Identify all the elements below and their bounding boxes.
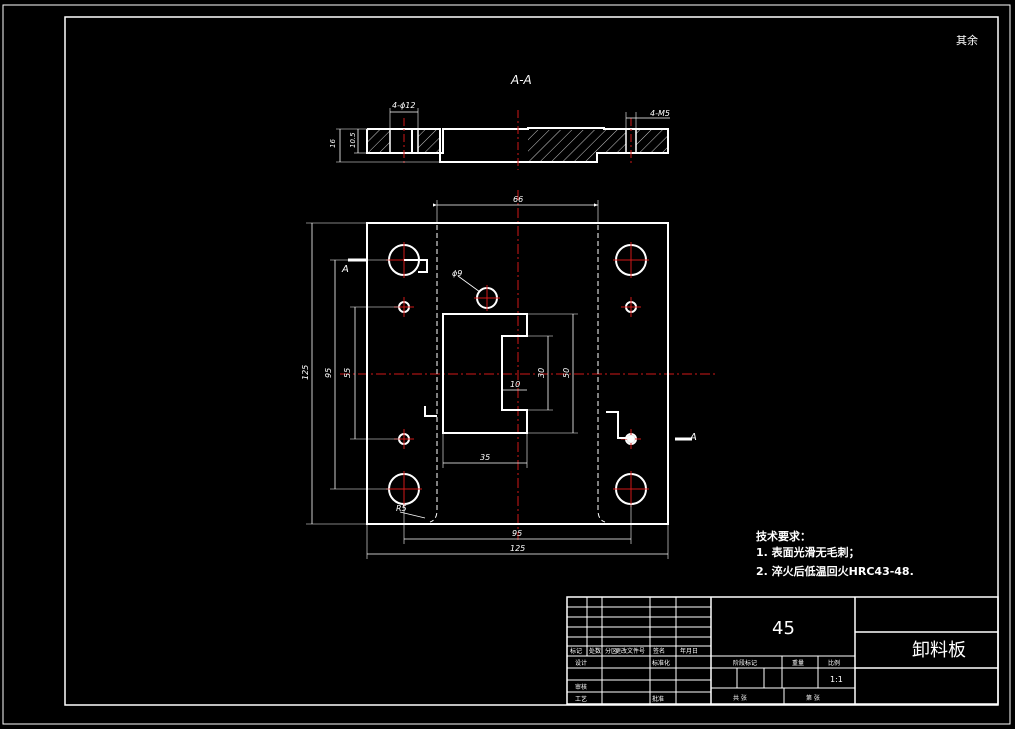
section-hole-label-left: 4-ϕ12: [392, 101, 415, 110]
dim-slot-width: 10: [510, 380, 520, 389]
dim-left-outer: 125: [301, 365, 310, 380]
section-hole-label-right: 4-M5: [650, 109, 670, 118]
outer-border: [2, 4, 1011, 725]
label-check: 审核: [575, 683, 587, 691]
dim-left-mid: 95: [324, 368, 333, 378]
tech-title: 技术要求：: [756, 529, 811, 543]
label-approve: 批准: [652, 695, 664, 703]
scale-value: 1:1: [830, 675, 843, 684]
tech-line-1: 1. 表面光滑无毛刺；: [756, 545, 860, 559]
inner-border: [64, 16, 999, 706]
label-sheets: 共 张: [733, 694, 747, 702]
row-label-sign: 签名: [653, 647, 665, 655]
section-title: A-A: [510, 73, 532, 87]
label-sheet: 第 张: [806, 694, 820, 702]
dim-hole-dia: ϕ9: [452, 269, 462, 278]
row-label-date: 年月日: [680, 647, 698, 655]
material-label: 45: [772, 618, 795, 639]
label-design: 设计: [575, 659, 587, 667]
row-label-zone: 分区: [605, 647, 617, 655]
corner-mark: 其余: [956, 33, 978, 47]
dim-slot-height: 30: [537, 368, 546, 378]
row-label-doc: 更改文件号: [615, 647, 645, 655]
section-height-outer: 16: [329, 139, 337, 148]
label-stage: 阶段标记: [733, 659, 757, 667]
section-mark-left: A: [341, 264, 349, 275]
plan-view: [306, 190, 718, 559]
row-label-mark: 标记: [570, 647, 582, 655]
dim-bottom-inner: 95: [512, 529, 522, 538]
dim-window-width: 35: [480, 453, 490, 462]
label-standard: 标准化: [652, 659, 670, 667]
title-block-labels: 标记 处数 分区 更改文件号 签名 年月日 设计 标准化 审核 工艺 批准 阶段…: [570, 647, 843, 703]
dim-top: 66: [513, 195, 523, 204]
tech-line-2: 2. 淬火后低温回火HRC43-48.: [756, 564, 914, 578]
dim-bottom-outer: 125: [510, 544, 525, 553]
dim-left-inner: 55: [343, 368, 352, 378]
section-height-inner: 10.5: [349, 132, 357, 148]
label-process: 工艺: [575, 695, 587, 703]
section-view: [336, 108, 670, 170]
label-weight: 重量: [792, 659, 804, 667]
section-mark-right: A: [689, 432, 697, 443]
title-block: [566, 596, 999, 705]
label-scale: 比例: [828, 659, 840, 667]
dim-radius: R5: [396, 504, 407, 513]
dim-window-height: 50: [562, 368, 571, 378]
row-label-count: 处数: [589, 647, 601, 655]
part-name: 卸料板: [912, 640, 966, 661]
